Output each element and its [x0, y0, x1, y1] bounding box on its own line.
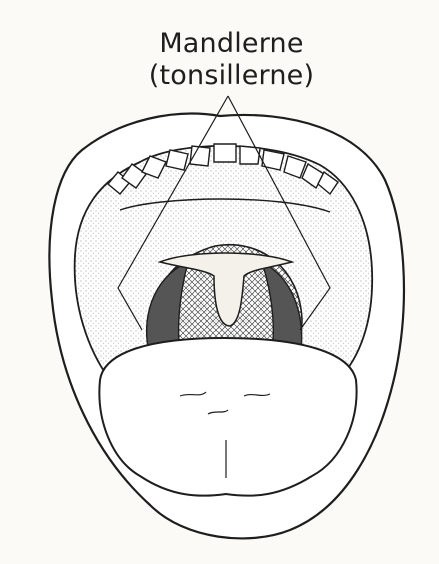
tongue [99, 338, 356, 496]
